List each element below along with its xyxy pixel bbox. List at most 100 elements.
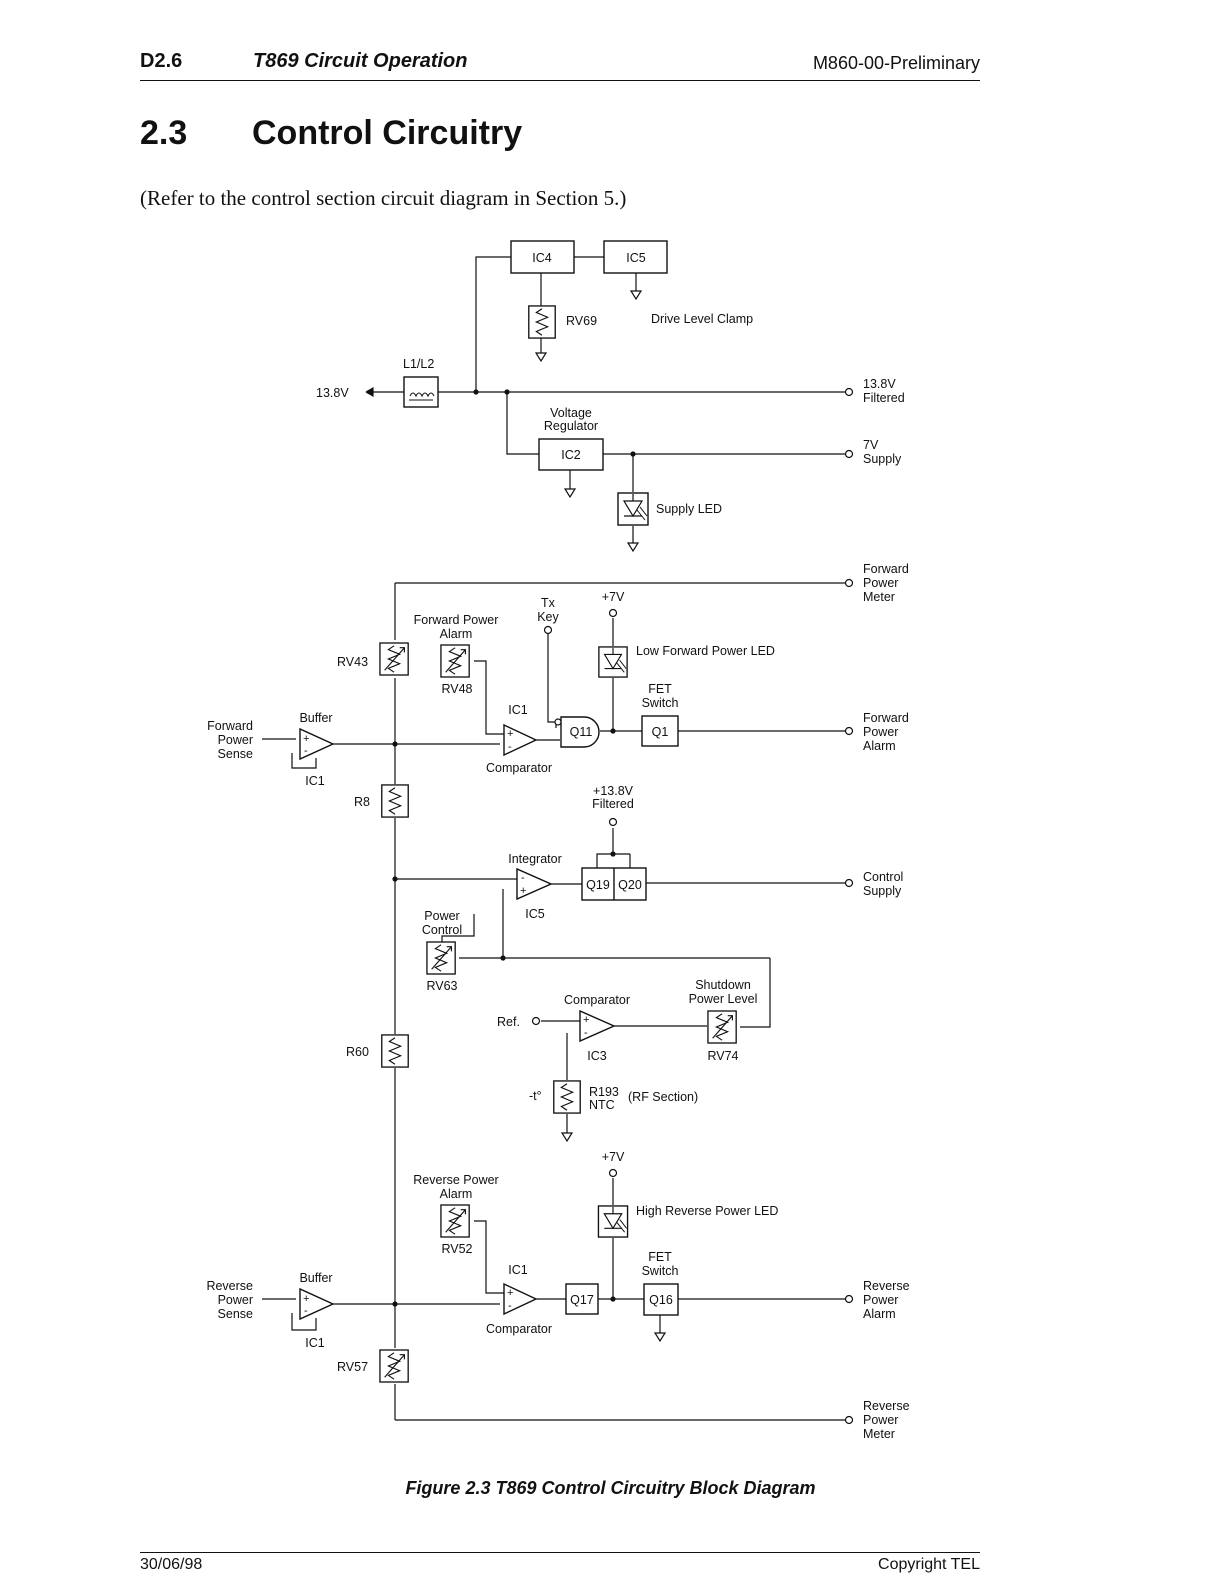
- label-r193: R193: [589, 1085, 619, 1099]
- label-ic1-buffer-rev: IC1: [305, 1336, 325, 1350]
- svg-text:-: -: [584, 1027, 588, 1039]
- label-13-8v-filtered-line2: Filtered: [863, 391, 905, 405]
- label-q20: Q20: [618, 878, 642, 892]
- label-rv63: RV63: [426, 979, 457, 993]
- label-fwd-alarm-out-line3: Alarm: [863, 739, 896, 753]
- label-tx-key-line1: Tx: [541, 596, 556, 610]
- label-power-control-line2: Control: [422, 923, 462, 937]
- label-13-8v-filtered-supply-line2: Filtered: [592, 797, 634, 811]
- label-rev-alarm-out-line2: Power: [863, 1293, 898, 1307]
- label-comparator-ic3: Comparator: [564, 993, 630, 1007]
- label-fwd-sense-line2: Power: [218, 733, 253, 747]
- label-13-8v-filtered-supply-line1: +13.8V: [593, 784, 634, 798]
- label-q16: Q16: [649, 1293, 673, 1307]
- label-13-8v-filtered-line1: 13.8V: [863, 377, 896, 391]
- label-q19: Q19: [586, 878, 610, 892]
- label-7v-supply-line2: Supply: [863, 452, 902, 466]
- label-plus7v-reverse: +7V: [602, 1150, 625, 1164]
- label-ic5: IC5: [525, 907, 545, 921]
- label-plus7v-forward: +7V: [602, 590, 625, 604]
- label-comparator-fwd: Comparator: [486, 761, 552, 775]
- label-rev-alarm-adjust-line2: Alarm: [440, 1187, 473, 1201]
- label-shutdown-power-level-line1: Shutdown: [695, 978, 751, 992]
- label-fwd-sense-line1: Forward: [207, 719, 253, 733]
- label-fet-switch-rev-line2: Switch: [642, 1264, 679, 1278]
- label-ref: Ref.: [497, 1015, 520, 1029]
- svg-text:-: -: [521, 872, 525, 884]
- label-rf-section: (RF Section): [628, 1090, 698, 1104]
- svg-text:+: +: [583, 1014, 589, 1026]
- section-title: Control Circuitry: [252, 114, 523, 152]
- label-control-supply-line2: Supply: [863, 884, 902, 898]
- header-document-reference: M860-00-Preliminary: [812, 53, 980, 73]
- svg-text:-: -: [304, 1305, 308, 1317]
- label-rev-meter-line2: Power: [863, 1413, 898, 1427]
- label-fwd-alarm-adjust-line1: Forward Power: [414, 613, 499, 627]
- label-rev-alarm-out-line1: Reverse: [863, 1279, 910, 1293]
- label-shutdown-power-level-line2: Power Level: [689, 992, 758, 1006]
- label-7v-supply-line1: 7V: [863, 438, 879, 452]
- label-ic3: IC3: [587, 1049, 607, 1063]
- svg-text:+: +: [520, 885, 526, 897]
- label-rv69: RV69: [566, 314, 597, 328]
- label-rv43: RV43: [337, 655, 368, 669]
- label-fwd-alarm-adjust-line2: Alarm: [440, 627, 473, 641]
- label-r8: R8: [354, 795, 370, 809]
- svg-text:-: -: [508, 1300, 512, 1312]
- section-number: 2.3: [140, 114, 188, 152]
- label-rev-alarm-adjust-line1: Reverse Power: [413, 1173, 498, 1187]
- svg-text:+: +: [303, 733, 309, 745]
- label-q1: Q1: [652, 725, 669, 739]
- svg-text:+: +: [507, 728, 513, 740]
- label-fwd-meter-line3: Meter: [863, 590, 895, 604]
- label-tx-key-line2: Key: [537, 610, 559, 624]
- label-rv57: RV57: [337, 1360, 368, 1374]
- label-fwd-sense-line3: Sense: [218, 747, 253, 761]
- svg-text:+: +: [507, 1287, 513, 1299]
- label-fwd-alarm-out-line2: Power: [863, 725, 898, 739]
- svg-text:-: -: [304, 745, 308, 757]
- label-r60: R60: [346, 1045, 369, 1059]
- label-q17: Q17: [570, 1293, 594, 1307]
- label-buffer-rev: Buffer: [299, 1271, 332, 1285]
- header-section-code: D2.6: [140, 50, 183, 72]
- label-fwd-meter-line2: Power: [863, 576, 898, 590]
- header-rule: [140, 80, 980, 81]
- label-rev-alarm-out-line3: Alarm: [863, 1307, 896, 1321]
- label-rev-meter-line1: Reverse: [863, 1399, 910, 1413]
- label-ic1-buffer-fwd: IC1: [305, 774, 325, 788]
- label-ntc: NTC: [589, 1098, 615, 1112]
- label-power-control-line1: Power: [424, 909, 459, 923]
- label-ic4: IC4: [532, 251, 552, 265]
- footer-date: 30/06/98: [140, 1556, 203, 1573]
- label-ic1-comparator-fwd: IC1: [508, 703, 528, 717]
- label-ic1-comparator-rev: IC1: [508, 1263, 528, 1277]
- label-fet-switch-fwd-line2: Switch: [642, 696, 679, 710]
- label-minus-t: -t°: [529, 1089, 542, 1103]
- label-supply-led: Supply LED: [656, 502, 722, 516]
- label-ic2: IC2: [561, 448, 581, 462]
- label-high-reverse-power-led: High Reverse Power LED: [636, 1204, 778, 1218]
- label-buffer-fwd: Buffer: [299, 711, 332, 725]
- figure-caption: Figure 2.3 T869 Control Circuitry Block …: [405, 1478, 816, 1498]
- label-low-forward-power-led: Low Forward Power LED: [636, 644, 775, 658]
- label-rev-sense-line3: Sense: [218, 1307, 253, 1321]
- label-comparator-rev: Comparator: [486, 1322, 552, 1336]
- label-voltage-regulator-line1: Voltage: [550, 406, 592, 420]
- label-rev-sense-line1: Reverse: [206, 1279, 253, 1293]
- label-fwd-meter-line1: Forward: [863, 562, 909, 576]
- footer-copyright: Copyright TEL: [878, 1556, 980, 1573]
- label-13-8v-input: 13.8V: [316, 386, 349, 400]
- label-l1l2: L1/L2: [403, 357, 434, 371]
- label-rv74: RV74: [707, 1049, 738, 1063]
- svg-text:-: -: [508, 741, 512, 753]
- label-ic5-top: IC5: [626, 251, 646, 265]
- label-integrator: Integrator: [508, 852, 562, 866]
- footer-rule: [140, 1552, 980, 1553]
- label-rev-sense-line2: Power: [218, 1293, 253, 1307]
- label-rev-meter-line3: Meter: [863, 1427, 895, 1441]
- label-rv48: RV48: [441, 682, 472, 696]
- section-intro: (Refer to the control section circuit di…: [140, 186, 627, 210]
- label-voltage-regulator-line2: Regulator: [544, 419, 598, 433]
